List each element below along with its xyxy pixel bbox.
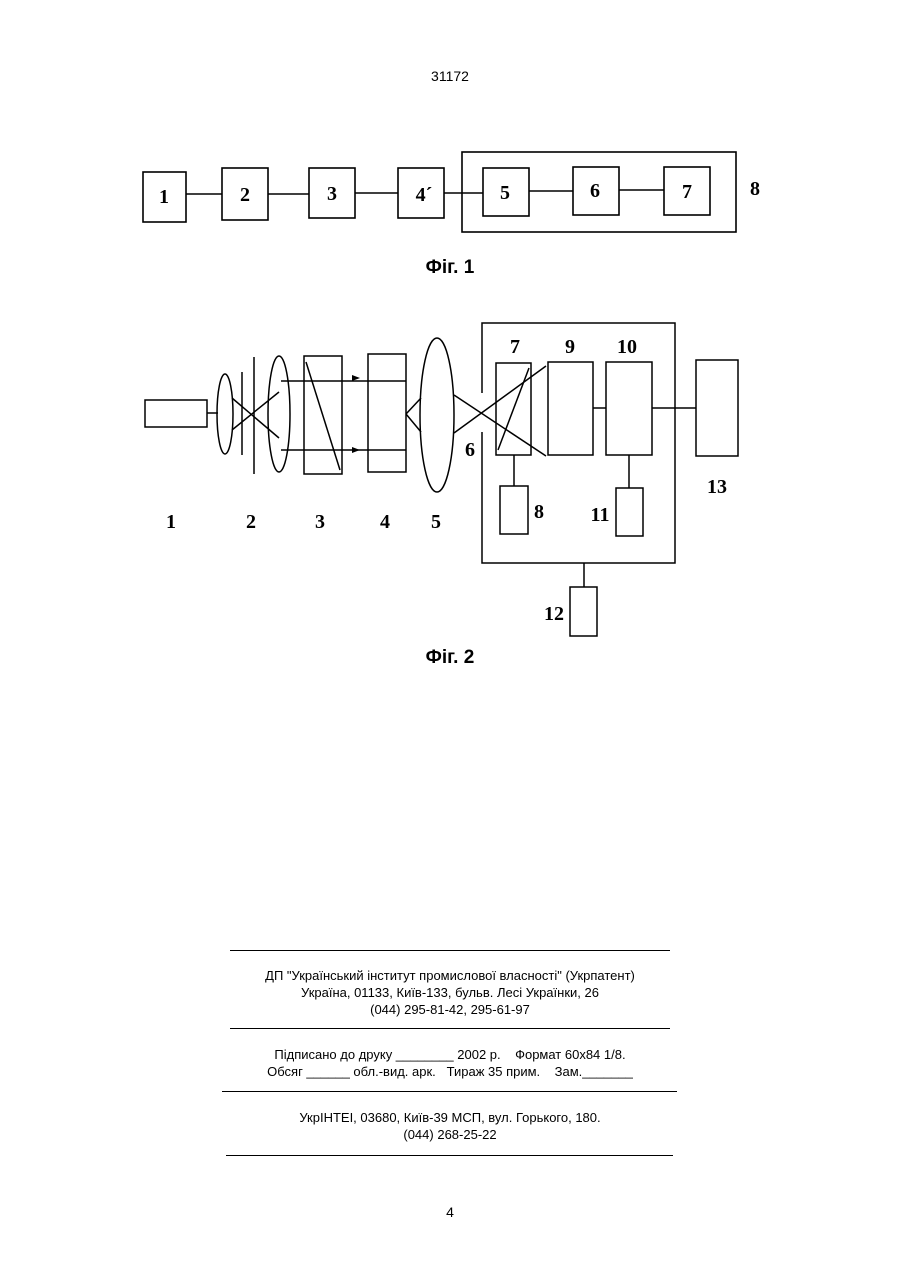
fig2-block-10	[606, 362, 652, 455]
fig2-label-5: 5	[431, 511, 441, 533]
fig2-ray	[454, 366, 546, 433]
fig1-label-8: 8	[750, 178, 760, 200]
fig2-label-2: 2	[246, 511, 256, 533]
fig1-label-2: 2	[240, 184, 250, 206]
fig2-block-9	[548, 362, 593, 455]
fig2-label-3: 3	[315, 511, 325, 533]
fig2-arrowhead	[352, 447, 360, 453]
fig2-label-1: 1	[166, 511, 176, 533]
fig2-block-11	[616, 488, 643, 536]
figure-1-caption: Фіг. 1	[0, 257, 900, 279]
fig2-label-10: 10	[617, 336, 637, 358]
fig2-block-13	[696, 360, 738, 456]
print-volume-line: Обсяг ______ обл.-вид. арк. Тираж 35 при…	[0, 1063, 900, 1080]
fig2-label-8: 8	[534, 501, 544, 523]
fig2-ray	[406, 398, 421, 414]
fig2-block-12	[570, 587, 597, 636]
fig2-ray	[232, 392, 279, 430]
fig2-label-6: 6	[465, 439, 475, 461]
page-number: 4	[0, 1204, 900, 1220]
print-signed-line: Підписано до друку ________ 2002 р. Форм…	[0, 1046, 900, 1063]
figure-2-optical-scheme: 1 2 3 4 5 6 7 8 9 10 11 12 13	[0, 315, 900, 645]
fig2-arrowhead	[352, 375, 360, 381]
figure-2-caption: Фіг. 2	[0, 647, 900, 669]
fig1-label-3: 3	[327, 183, 337, 205]
fig2-lens-small	[217, 374, 233, 454]
imprint-divider	[226, 1155, 673, 1156]
fig1-label-7: 7	[682, 181, 692, 203]
fig2-label-7: 7	[510, 336, 520, 358]
fig2-source-block	[145, 400, 207, 427]
fig2-lens-large	[268, 356, 290, 472]
figure-1-block-diagram: 1 2 3 4´ 5 6 7 8	[0, 140, 900, 250]
imprint-divider	[230, 950, 670, 951]
fig2-label-4: 4	[380, 511, 390, 533]
fig2-label-9: 9	[565, 336, 575, 358]
imprint-divider	[230, 1028, 670, 1029]
fig1-label-1: 1	[159, 186, 169, 208]
imprint-divider	[222, 1091, 677, 1092]
fig2-block-4	[368, 354, 406, 472]
publisher-address: Україна, 01133, Київ-133, бульв. Лесі Ук…	[0, 984, 900, 1001]
fig1-label-5: 5	[500, 182, 510, 204]
fig2-block-8	[500, 486, 528, 534]
fig2-ray	[406, 414, 421, 432]
publisher-phone: (044) 295-81-42, 295-61-97	[0, 1001, 900, 1018]
fig2-block-7-diagonal	[498, 368, 529, 450]
printer-address: УкрІНТЕІ, 03680, Київ-39 МСП, вул. Горьк…	[0, 1109, 900, 1126]
fig2-enclosure-frame	[482, 323, 675, 563]
fig2-label-12: 12	[544, 603, 564, 625]
fig2-ray	[232, 398, 279, 438]
fig1-label-4: 4´	[416, 184, 433, 206]
fig2-label-13: 13	[707, 476, 727, 498]
fig1-label-6: 6	[590, 180, 600, 202]
publisher-name: ДП "Український інститут промислової вла…	[0, 967, 900, 984]
fig2-label-11: 11	[591, 504, 610, 526]
fig2-lens-5	[420, 338, 454, 492]
document-number: 31172	[0, 68, 900, 84]
printer-phone: (044) 268-25-22	[0, 1126, 900, 1143]
fig2-block-3-diagonal	[306, 362, 340, 470]
